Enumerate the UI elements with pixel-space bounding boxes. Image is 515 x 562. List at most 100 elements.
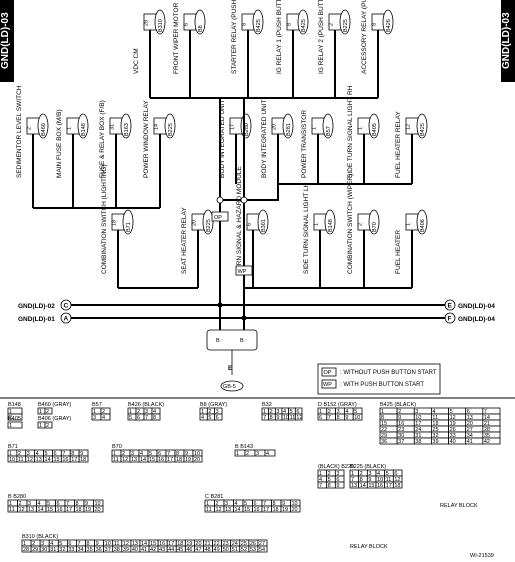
mid-name: FUSE & RELAY BOX (F/B)	[99, 100, 106, 178]
connector-cell-number: 5	[129, 415, 132, 421]
connector-cell-number: 6	[53, 451, 56, 457]
connector-cell-number: 4	[266, 451, 269, 457]
connector-cell-number: 7	[351, 477, 354, 483]
connector-cell-number: 3	[28, 501, 31, 507]
ground-bus-1-left-label: GND(LD)-02	[18, 303, 55, 310]
connector-cell-number: 35	[484, 433, 490, 439]
connector-cell	[294, 413, 303, 421]
top-connector-id: B425	[301, 19, 307, 32]
connector-cell-number: 7	[263, 415, 266, 421]
mid-connector-id: B225	[168, 123, 174, 136]
legend-wp-text: : WITH PUSH BUTTON START	[340, 382, 424, 388]
connector-cell-number: 4	[345, 409, 348, 415]
connector-cell-number: 15	[381, 421, 387, 427]
connector-cell-number: 15	[53, 457, 59, 463]
connector-cell-number: 26	[450, 427, 456, 433]
connector-cell-number: 11	[113, 457, 119, 463]
connector-cell-number: 2	[46, 409, 49, 415]
connector-cell-number: 44	[168, 547, 174, 553]
connector-cell-number: 2	[208, 409, 211, 415]
top-pin-box	[371, 13, 385, 31]
connector-cell-number: 40	[450, 439, 456, 445]
connector-cell-number: 9	[80, 451, 83, 457]
mid-connector-oval	[322, 113, 334, 139]
connector-view-label: D B152 (GRAY)	[318, 402, 357, 408]
connector-cell-number: 3	[93, 415, 96, 421]
connector-cell-number: 22	[381, 427, 387, 433]
ground-letter: E	[228, 365, 233, 372]
low-pin-number: 1	[314, 223, 320, 226]
mid-connector-id: B57	[326, 126, 332, 136]
connector-cell-number: 41	[141, 547, 147, 553]
legend-wp-code: WP	[323, 382, 332, 388]
connector-cell-number: 23	[398, 427, 404, 433]
mid-connector-oval	[164, 113, 176, 139]
ground-bus-1-right-letter: E	[448, 303, 453, 310]
ground-bus-1-right-circle	[444, 299, 456, 311]
top-name: VDC CM	[133, 48, 140, 74]
connector-cell-number: 1	[381, 409, 384, 415]
connector-cell-number: 39	[432, 439, 438, 445]
low-name: TURN SIGNAL & HAZARD MODULE	[236, 166, 243, 274]
connector-cell-number: 3	[415, 409, 418, 415]
junction-dot	[241, 315, 247, 321]
connector-cell-number: 3	[216, 409, 219, 415]
connector-cell-number: 17	[263, 507, 269, 513]
low-name: SIDE TURN SIGNAL LIGHT LH	[303, 182, 310, 274]
connector-cell-number: 27	[259, 541, 265, 547]
ground-pin-right: B	[240, 338, 244, 344]
top-name: IG RELAY 1 (PUSH BUTTON START)	[276, 0, 283, 74]
connector-cell-number: 6	[216, 415, 219, 421]
low-connector-id: B301	[261, 219, 267, 232]
connector-cell-number: 38	[114, 547, 120, 553]
connector-cell-number: 21	[204, 541, 210, 547]
connector-cell-number: 49	[214, 547, 220, 553]
connector-cell-number: 11	[18, 457, 24, 463]
connector-cell-number: 1	[129, 409, 132, 415]
low-connector-oval	[257, 209, 269, 235]
connector-cell-number: 9	[398, 415, 401, 421]
connector-cell-number: 13	[351, 483, 357, 489]
low-name: COMBINATION SWITCH (LIGHTING)	[101, 164, 108, 274]
connector-cell-number: 10	[283, 415, 289, 421]
low-pin-box	[405, 213, 419, 231]
ground-bus-2-right-letter: F	[448, 316, 452, 323]
connector-cell-number: 14	[235, 507, 241, 513]
mid-pin-number: 17	[230, 124, 236, 130]
connector-cell-number: 6	[158, 451, 161, 457]
connector-cell-number: 8	[71, 451, 74, 457]
connector-cell-number: 48	[204, 547, 210, 553]
connector-cell-number: 4	[50, 541, 53, 547]
connector-cell-number: 10	[377, 477, 383, 483]
connector-cell-number: 11	[290, 415, 296, 421]
connector-cell-number: 11	[206, 507, 212, 513]
mid-name: SEDIMENTOR LEVEL SWITCH	[16, 85, 23, 178]
connector-cell-number: 15	[47, 507, 53, 513]
top-pin-box	[183, 13, 197, 31]
connector-cell-number: 4	[38, 501, 41, 507]
connector-cell-number: 1	[9, 409, 12, 415]
connector-cell	[334, 481, 345, 489]
connector-view-label: B405	[8, 416, 21, 422]
connector-cell-number: 7	[328, 415, 331, 421]
connector-cell-number: 7	[167, 451, 170, 457]
top-pin-box	[328, 13, 342, 31]
connector-cell-number: 6	[137, 415, 140, 421]
connector-cell-number: 4	[283, 409, 286, 415]
mid-name: FUEL HEATER RELAY	[395, 111, 402, 178]
mid-pin-box	[357, 117, 371, 135]
connector-cell-number: 3	[27, 451, 30, 457]
top-name: FRONT WIPER MOTOR	[173, 2, 180, 74]
